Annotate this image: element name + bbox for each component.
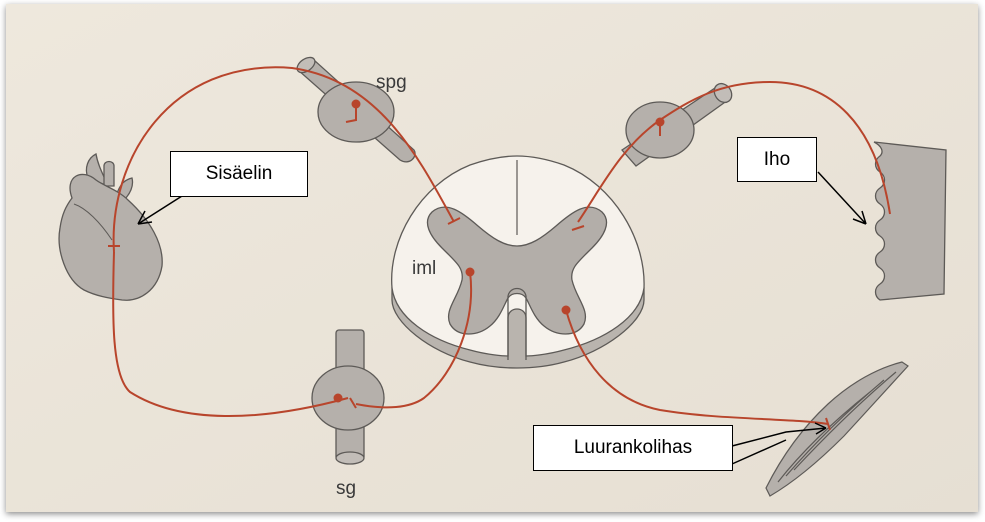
spg-label: spg xyxy=(376,72,407,93)
skin-tissue xyxy=(874,142,946,300)
iml-label: iml xyxy=(412,258,436,279)
sg-label: sg xyxy=(336,478,356,499)
callout-iho: Iho xyxy=(737,137,817,182)
callout-luurankolihas: Luurankolihas xyxy=(533,425,733,471)
callout-luurankolihas-text: Luurankolihas xyxy=(574,437,692,459)
callout-iho-text: Iho xyxy=(764,149,790,171)
callout-sisaelin: Sisäelin xyxy=(170,151,308,197)
callout-sisaelin-text: Sisäelin xyxy=(206,163,273,185)
